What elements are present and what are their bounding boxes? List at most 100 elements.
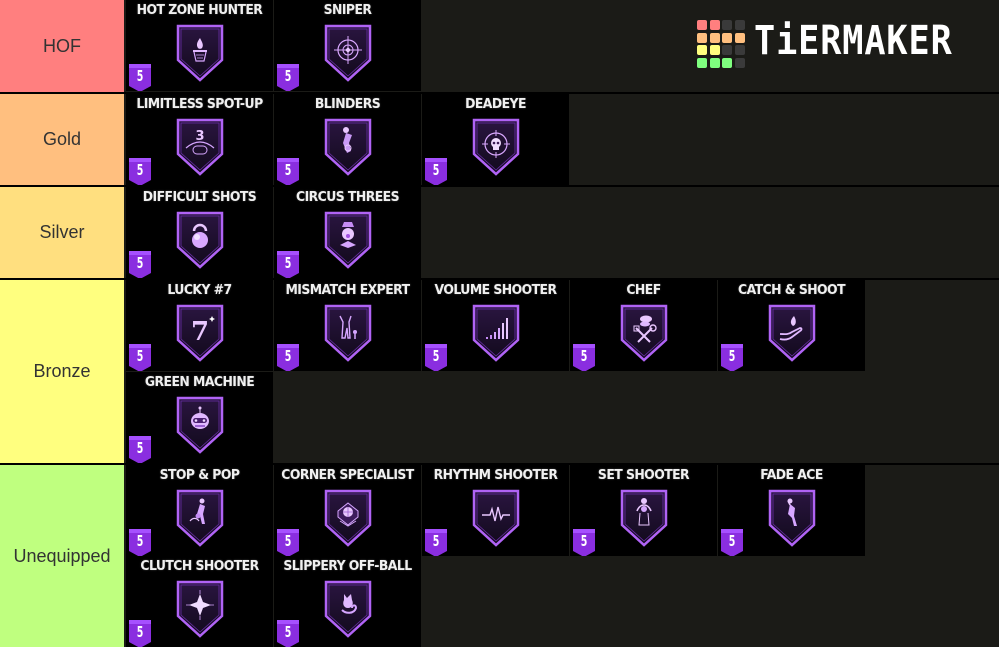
tier-label-bronze[interactable]: Bronze	[0, 280, 124, 463]
badge-name: DIFFICULT SHOTS	[142, 189, 257, 205]
logo-grid-cell	[697, 45, 707, 55]
tier-divider	[0, 92, 999, 94]
logo-grid-cell	[697, 20, 707, 30]
robot-icon	[176, 396, 224, 454]
volume-bars-icon	[472, 304, 520, 362]
kettlebell-icon	[176, 211, 224, 269]
level-tag-icon	[277, 64, 299, 91]
level-tag-icon	[129, 529, 151, 556]
badge-name: CORNER SPECIALIST	[281, 467, 414, 483]
level-tag-icon	[277, 529, 299, 556]
logo-grid-cell	[709, 45, 720, 55]
level-tag-icon	[573, 344, 595, 371]
tier-divider	[0, 185, 999, 187]
fox-icon	[324, 580, 372, 638]
badge-name: LIMITLESS SPOT-UP	[136, 96, 263, 112]
level-tag-icon	[277, 158, 299, 185]
tier-label-unequipped[interactable]: Unequipped	[0, 465, 124, 647]
tiermaker-logo: TiERMAKER	[697, 18, 987, 72]
logo-grid-cell	[734, 32, 745, 43]
level-tag-icon	[721, 344, 743, 371]
logo-grid-cell	[722, 32, 732, 43]
level-tag-icon	[721, 529, 743, 556]
level-tag-icon	[425, 529, 447, 556]
set-shot-player-icon	[620, 489, 668, 547]
tier-label-hof[interactable]: HOF	[0, 0, 124, 92]
level-tag-icon	[129, 158, 151, 185]
badge-name: LUCKY #7	[167, 282, 232, 298]
badge-name: CLUTCH SHOOTER	[140, 558, 259, 574]
tier-divider	[0, 463, 999, 465]
badge-name: RHYTHM SHOOTER	[433, 467, 558, 483]
level-tag-icon	[573, 529, 595, 556]
level-tag-icon	[129, 344, 151, 371]
skull-crosshair-icon	[472, 118, 520, 176]
badge-name: SLIPPERY OFF-BALL	[283, 558, 412, 574]
logo-grid-cell	[709, 57, 720, 68]
tier-label-gold[interactable]: Gold	[0, 94, 124, 185]
mismatch-players-icon	[324, 304, 372, 362]
torch-hoop-icon	[176, 24, 224, 82]
heartbeat-icon	[472, 489, 520, 547]
tier-divider	[0, 278, 999, 280]
tier-label-silver[interactable]: Silver	[0, 187, 124, 278]
logo-grid-cell	[697, 57, 707, 68]
badge-name: MISMATCH EXPERT	[285, 282, 410, 298]
badge-name: CIRCUS THREES	[296, 189, 399, 205]
level-tag-icon	[277, 344, 299, 371]
corner-basketball-icon	[324, 489, 372, 547]
crosshair-icon	[324, 24, 372, 82]
logo-grid-cell	[734, 45, 745, 55]
logo-grid-cell	[722, 57, 732, 68]
fadeaway-player-icon	[768, 489, 816, 547]
logo-text: TiERMAKER	[754, 18, 953, 64]
logo-grid-icon	[697, 20, 745, 68]
badge-name: SNIPER	[323, 2, 372, 18]
player-shooting-icon	[324, 118, 372, 176]
logo-grid-cell	[734, 57, 745, 68]
level-tag-icon	[277, 251, 299, 278]
logo-grid-cell	[697, 32, 707, 43]
level-tag-icon	[425, 158, 447, 185]
stop-and-pop-player-icon	[176, 489, 224, 547]
badge-name: DEADEYE	[465, 96, 526, 112]
chef-utensils-icon	[620, 304, 668, 362]
badge-name: STOP & POP	[159, 467, 240, 483]
level-tag-icon	[277, 620, 299, 647]
badge-name: GREEN MACHINE	[144, 374, 255, 390]
badge-name: FADE ACE	[760, 467, 823, 483]
svg-text:7: 7	[191, 317, 209, 347]
clown-icon	[324, 211, 372, 269]
badge-name: VOLUME SHOOTER	[434, 282, 557, 298]
